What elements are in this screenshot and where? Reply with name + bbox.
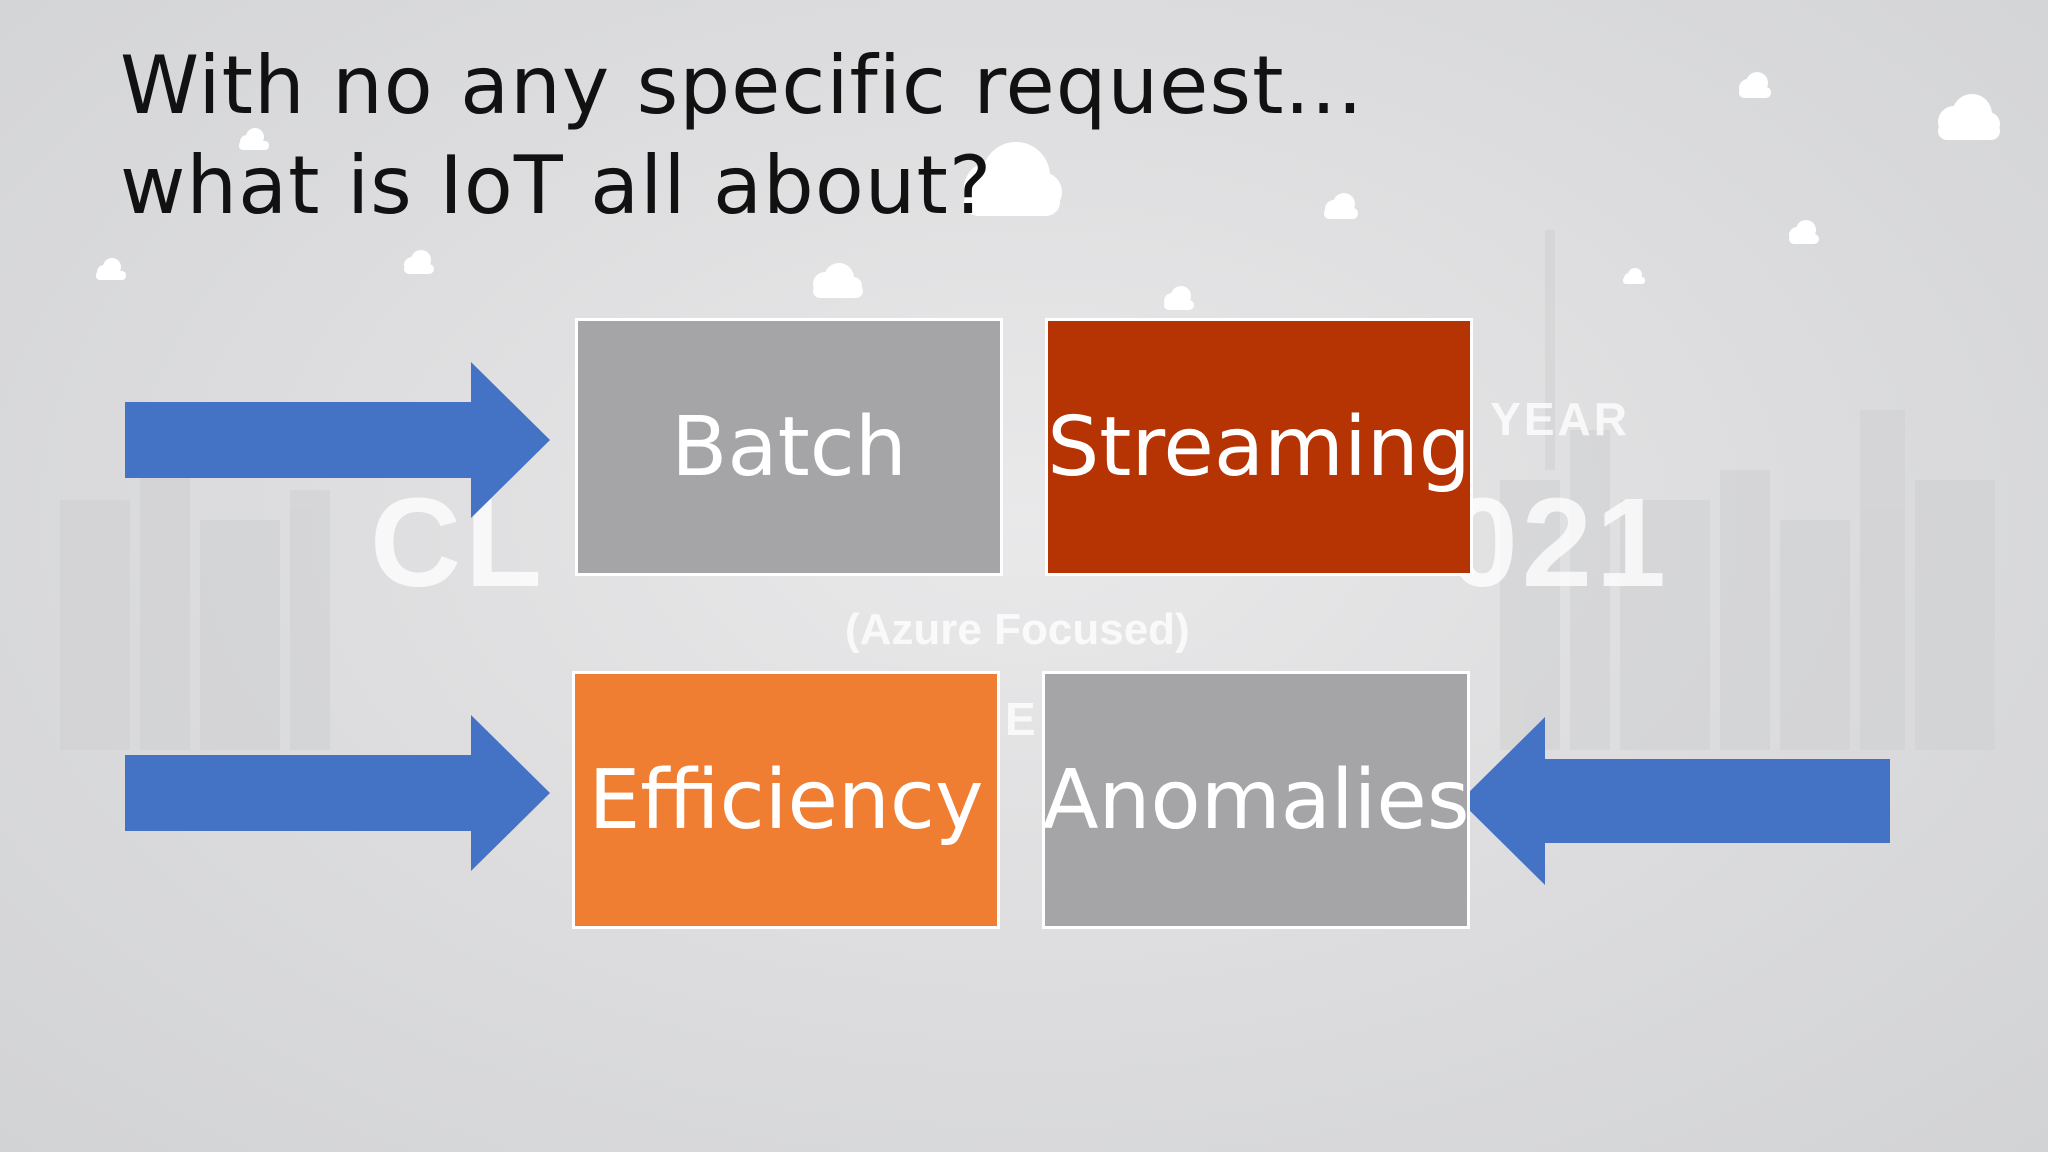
anomalies-label: Anomalies — [1042, 752, 1470, 848]
cloud-icon — [813, 263, 863, 298]
cloud-icon — [239, 128, 269, 150]
anomalies-box: Anomalies — [1042, 671, 1470, 929]
streaming-label: Streaming — [1047, 399, 1471, 495]
streaming-box: Streaming — [1045, 318, 1473, 576]
watermark-big-line: CL 021 — [370, 470, 1670, 615]
title-line-2: what is IoT all about? — [120, 139, 993, 232]
watermark-mid-letter: E — [1005, 693, 1036, 745]
cloud-icon — [1623, 268, 1645, 284]
left-arrow-icon — [1460, 717, 1890, 885]
cloud-icon — [1789, 220, 1819, 244]
efficiency-label: Efficiency — [588, 752, 984, 848]
cloud-icon — [1938, 94, 2000, 140]
cloud-icon — [964, 142, 1062, 216]
cloud-icon — [1324, 193, 1358, 219]
title-line-1: With no any specific request... — [120, 39, 1364, 132]
batch-label: Batch — [671, 399, 907, 495]
cloud-icon — [404, 250, 434, 274]
right-arrow-icon — [125, 362, 550, 518]
cloud-icon — [1164, 286, 1194, 310]
cloud-icon — [96, 258, 126, 280]
watermark-big-left: CL — [370, 472, 546, 613]
efficiency-box: Efficiency — [572, 671, 1000, 929]
right-arrow-icon — [125, 715, 550, 871]
batch-box: Batch — [575, 318, 1003, 576]
cloud-icon — [1739, 72, 1771, 98]
watermark-big-right: 021 — [1447, 472, 1670, 613]
slide-title: With no any specific request... what is … — [120, 36, 1620, 236]
watermark-subtitle: (Azure Focused) — [845, 605, 1190, 654]
